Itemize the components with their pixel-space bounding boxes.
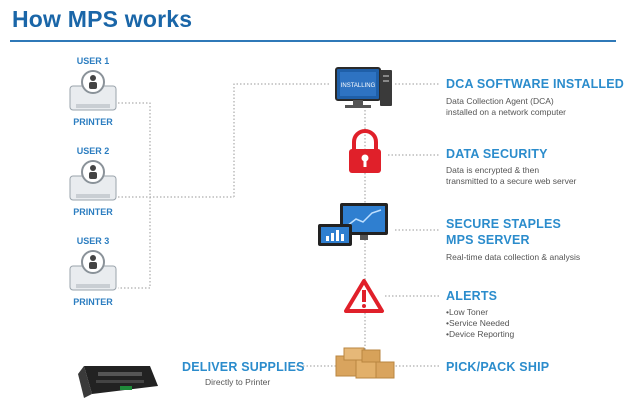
security-title: DATA SECURITY (446, 147, 548, 161)
deliver-title: DELIVER SUPPLIES (182, 360, 305, 374)
dca-desc-1: Data Collection Agent (DCA) (446, 96, 554, 106)
title-divider (10, 40, 616, 42)
server-title-2: MPS SERVER (446, 233, 530, 247)
printer-user-1 (69, 70, 117, 111)
server-desc-1: Real-time data collection & analysis (446, 252, 581, 262)
alert-item-device-reporting: Device Reporting (446, 329, 514, 340)
security-desc-1: Data is encrypted & then (446, 165, 540, 175)
monitor-text: INSTALLING (341, 83, 376, 89)
connector-lines (118, 83, 440, 367)
printer-2-label: PRINTER (73, 207, 113, 217)
alert-item-service-needed: Service Needed (446, 318, 514, 329)
connector-to-dca (233, 83, 330, 197)
printer-user-2 (69, 160, 117, 201)
dca-title: DCA SOFTWARE INSTALLED (446, 77, 625, 91)
alert-item-low-toner: Low Toner (446, 307, 514, 318)
toner-cartridge-icon (78, 366, 158, 398)
server-title-1: SECURE STAPLES (446, 217, 562, 231)
alerts-title: ALERTS (446, 289, 498, 303)
printer-user-3 (69, 250, 117, 291)
alerts-list: Low Toner Service Needed Device Reportin… (446, 307, 514, 340)
user-2-label: USER 2 (76, 146, 110, 156)
computer-icon: INSTALLING (335, 67, 392, 108)
alert-icon (344, 279, 384, 313)
boxes-icon (335, 347, 395, 379)
user-3-label: USER 3 (76, 236, 110, 246)
page-title: How MPS works (12, 6, 193, 32)
printer-3-label: PRINTER (73, 297, 113, 307)
security-desc-2: transmitted to a secure web server (446, 176, 577, 186)
dca-desc-2: installed on a network computer (446, 107, 567, 117)
user-1-label: USER 1 (76, 56, 110, 66)
server-devices-icon (318, 203, 388, 246)
connector-users-trunk (118, 102, 151, 289)
printer-1-label: PRINTER (73, 117, 113, 127)
lock-icon (349, 129, 381, 173)
deliver-desc: Directly to Printer (205, 377, 271, 387)
ship-title: PICK/PACK SHIP (446, 360, 550, 374)
